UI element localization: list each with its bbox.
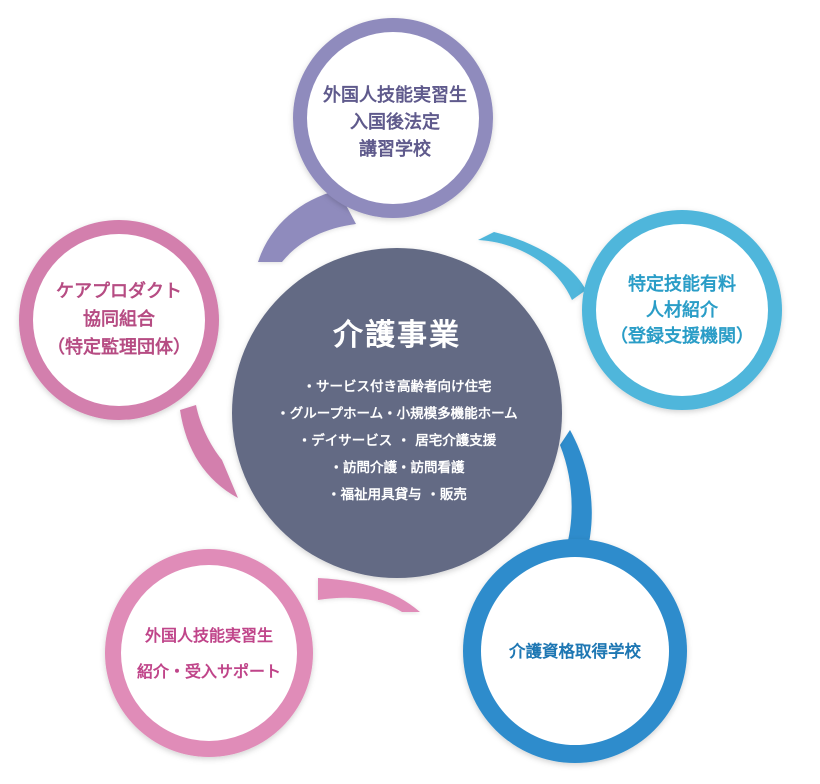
center-item: ・デイサービス ・ 居宅介護支援	[297, 432, 497, 449]
center-title: 介護事業	[333, 317, 461, 353]
top-connector	[258, 190, 356, 262]
left-node-line: 協同組合	[83, 309, 155, 330]
bottom-left-node	[105, 549, 313, 757]
center-item: ・グループホーム・小規模多機能ホーム	[276, 405, 518, 422]
top-node-line: 外国人技能実習生	[323, 84, 467, 106]
center-item: ・サービス付き高齢者向け住宅	[302, 378, 492, 395]
left-node	[19, 220, 219, 420]
top-node-line: 入国後法定	[350, 111, 440, 133]
left-node-line: ケアプロダクト	[56, 281, 182, 302]
right-node	[582, 210, 782, 410]
bottom-left-node-line: 紹介・受入サポート	[136, 662, 281, 681]
left-node-line: （特定監理団体）	[47, 337, 191, 358]
top-node-label: 外国人技能実習生 入国後法定 講習学校	[290, 70, 500, 174]
right-node-line: 特定技能有料	[628, 274, 736, 295]
right-node-line: （登録支援機関）	[610, 326, 754, 347]
left-connector	[180, 405, 238, 498]
bottom-right-node-line: 介護資格取得学校	[509, 642, 641, 661]
right-connector	[478, 232, 586, 300]
center-item: ・訪問介護・訪問看護	[329, 459, 465, 476]
center-text: 介護事業 ・サービス付き高齢者向け住宅 ・グループホーム・小規模多機能ホーム ・…	[236, 284, 558, 534]
center-node	[232, 248, 562, 578]
bottom-left-connector	[318, 578, 420, 612]
bottom-right-node	[463, 539, 687, 763]
center-item: ・福祉用具貸与 ・販売	[327, 486, 467, 503]
left-node-label: ケアプロダクト 協同組合 （特定監理団体）	[24, 273, 214, 367]
bottom-left-node-line: 外国人技能実習生	[144, 626, 273, 645]
bottom-right-connector	[560, 430, 592, 560]
bottom-left-node-label: 外国人技能実習生 紹介・受入サポート	[98, 614, 320, 694]
bottom-right-node-label: 介護資格取得学校	[460, 620, 690, 680]
top-node	[293, 18, 493, 218]
top-node-line: 講習学校	[359, 138, 431, 160]
right-node-label: 特定技能有料 人材紹介 （登録支援機関）	[592, 264, 772, 358]
right-node-line: 人材紹介	[646, 300, 718, 321]
